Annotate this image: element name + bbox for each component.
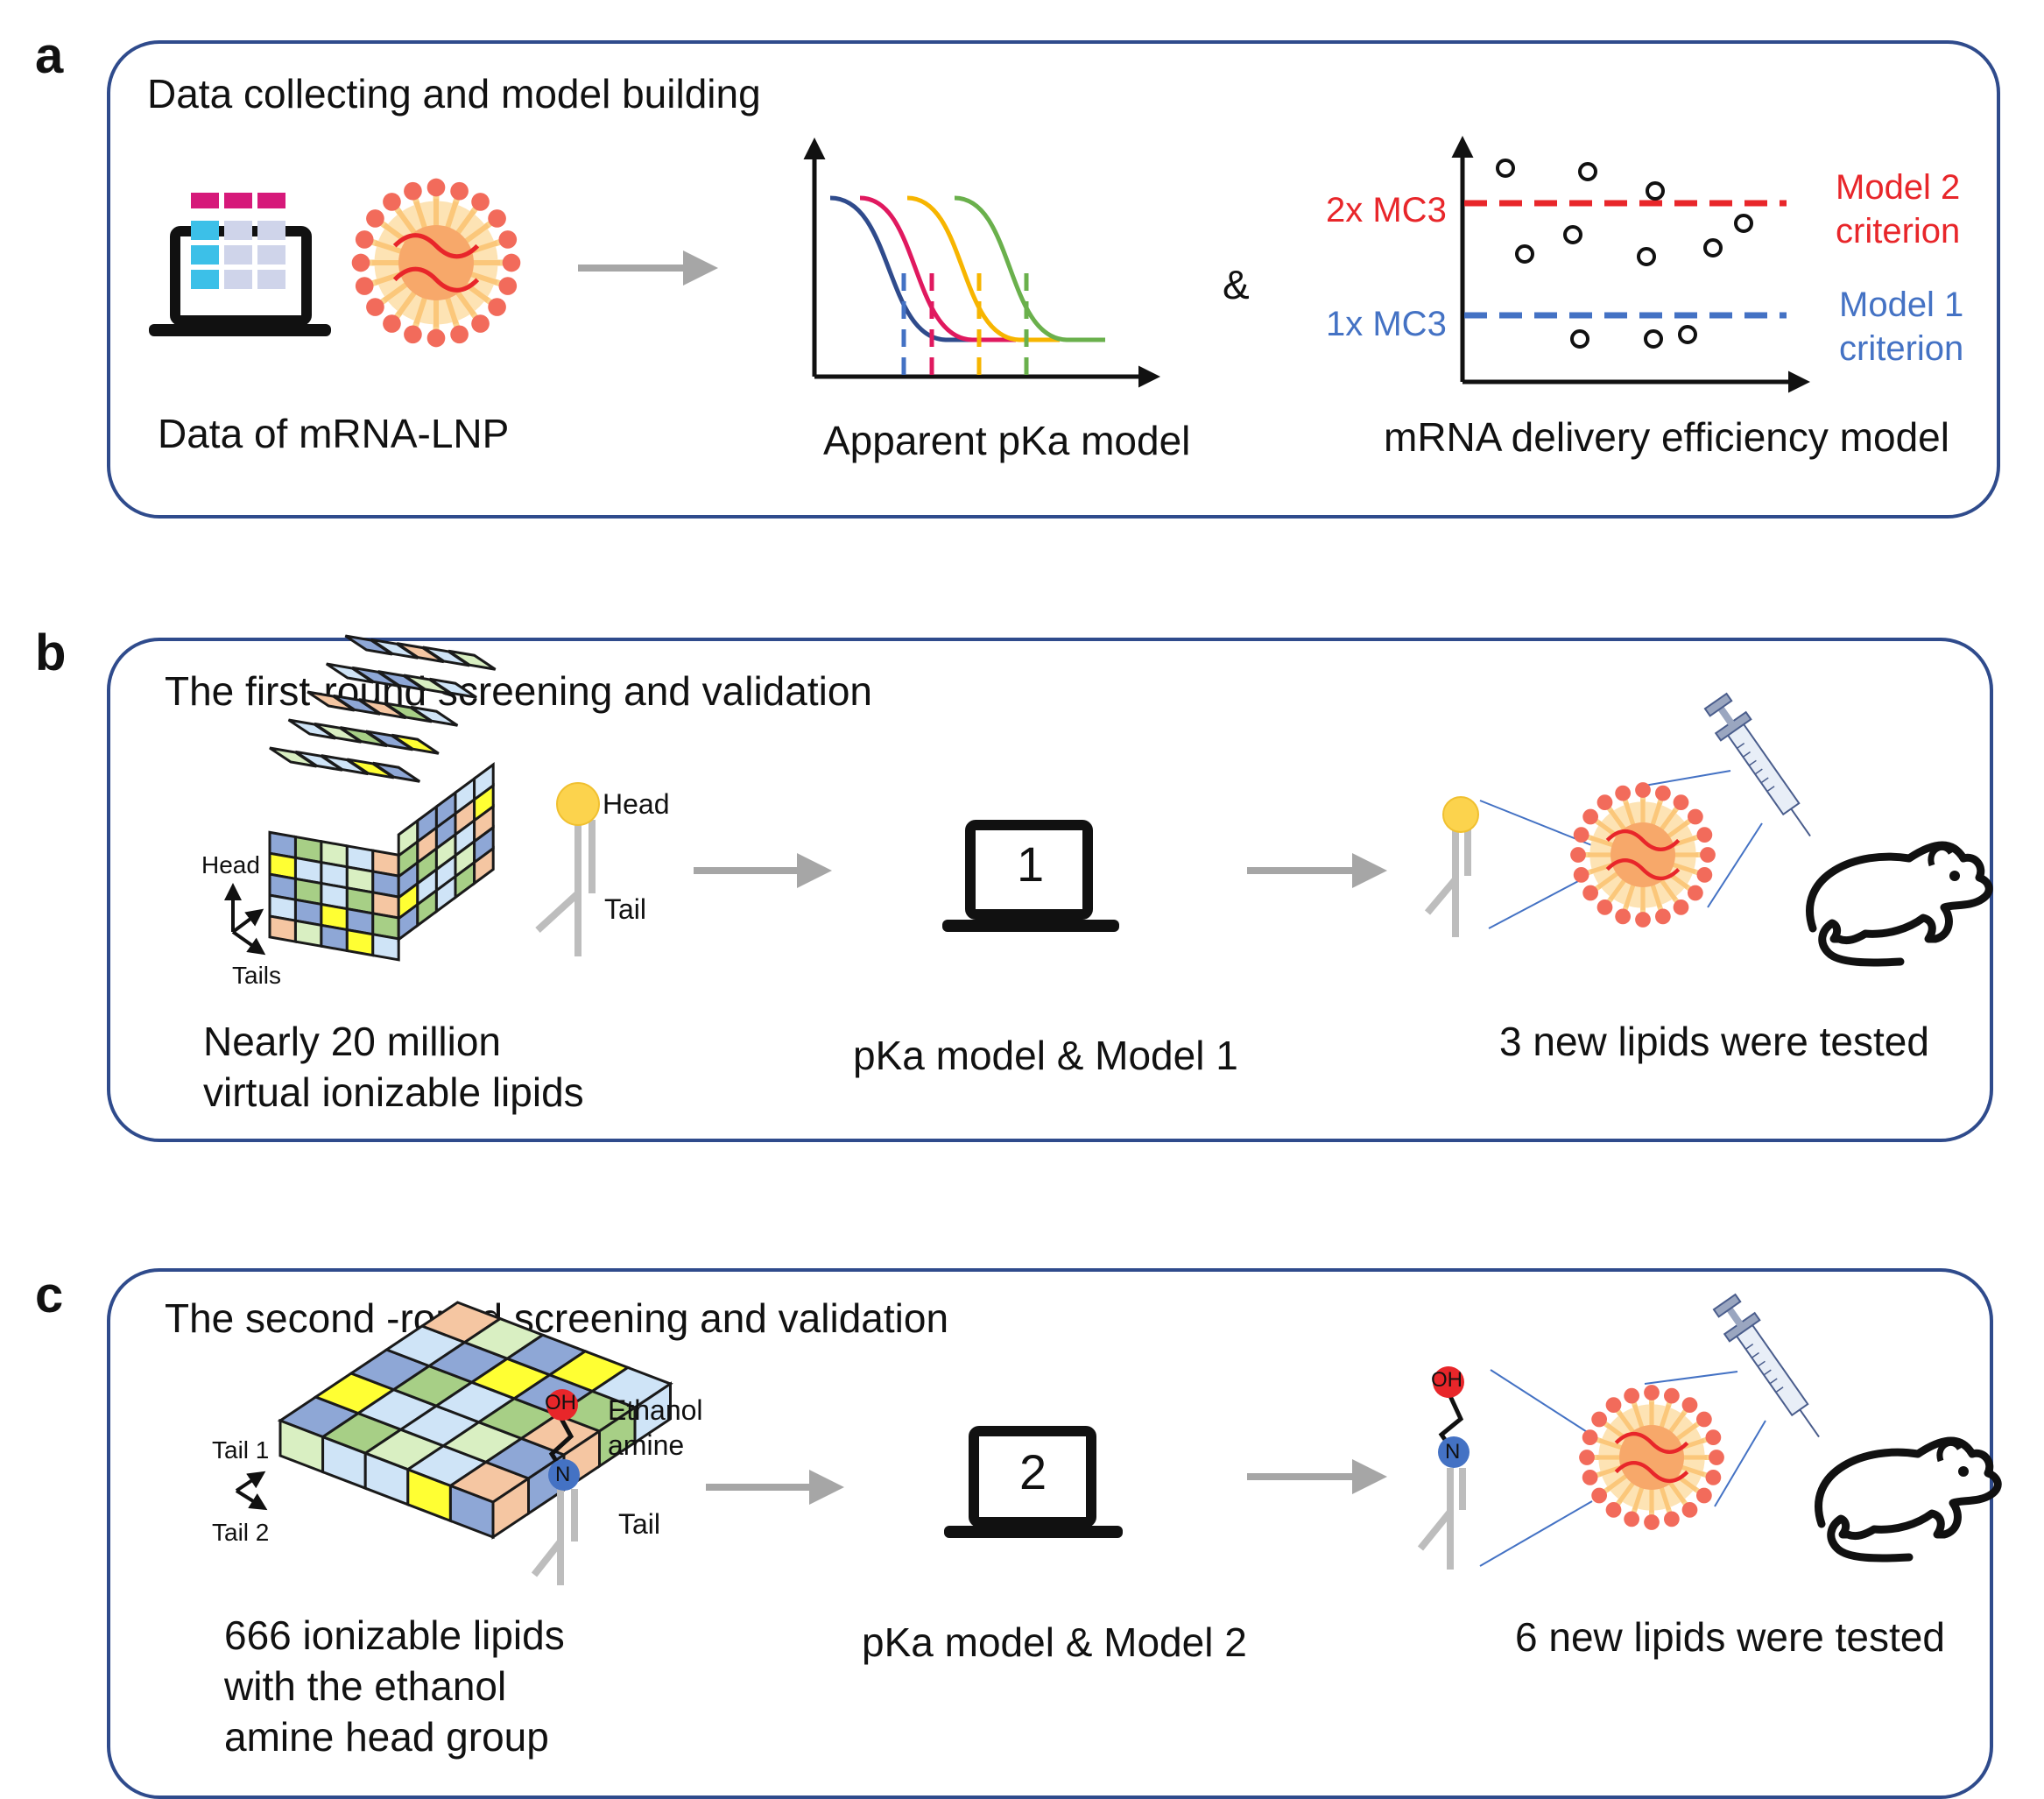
selected-lipid-icon xyxy=(1424,796,1479,937)
laptop-2-number: 2 xyxy=(1019,1444,1047,1499)
library-label-line2: virtual ionizable lipids xyxy=(203,1069,584,1115)
laptop-data-icon xyxy=(149,193,331,336)
ampersand-label: & xyxy=(1223,262,1250,307)
pka-chart-icon xyxy=(803,138,1160,388)
lipid-molecule-icon xyxy=(535,782,600,956)
axis-tail1-label: Tail 1 xyxy=(212,1436,270,1464)
laptop-1-number: 1 xyxy=(1017,836,1045,892)
three-lipids-label: 3 new lipids were tested xyxy=(1499,1019,1929,1064)
panel-c-title: The second -round screening and validati… xyxy=(165,1295,949,1341)
ethanol-label-2: amine xyxy=(608,1429,685,1461)
model1-criterion-label-2: criterion xyxy=(1839,329,1964,368)
panel-a-box xyxy=(107,40,2000,519)
library-c-line3: amine head group xyxy=(224,1714,549,1760)
axis-head-label: Head xyxy=(201,851,260,878)
axis-tails-label: Tails xyxy=(232,962,282,989)
delivery-model-label: mRNA delivery efficiency model xyxy=(1384,414,1949,460)
library-c-line2: with the ethanol xyxy=(224,1663,507,1709)
mouse-c-icon xyxy=(1815,1436,2002,1563)
panel-b-title: The first-round screening and validation xyxy=(165,668,873,714)
library-c-line1: 666 ionizable lipids xyxy=(224,1612,565,1658)
lnp-particle-c-icon xyxy=(1579,1385,1724,1530)
oh-label-selected: OH xyxy=(1431,1368,1463,1392)
oh-label: OH xyxy=(545,1391,576,1415)
syringe-c-icon xyxy=(1712,1293,1820,1438)
selected-ethanolamine-lipid-icon xyxy=(1417,1366,1470,1570)
lipid-tail-label-c: Tail xyxy=(618,1508,661,1540)
panel-letter-c: c xyxy=(35,1266,64,1323)
syringe-icon xyxy=(1703,692,1811,837)
lipid-library-slab-icon xyxy=(277,1301,673,1540)
lnp-zoom-lines-c xyxy=(1479,1369,1766,1567)
mouse-icon xyxy=(1806,841,1993,967)
lipid-tail-label: Tail xyxy=(604,893,647,925)
data-mrna-lnp-label: Data of mRNA-LNP xyxy=(158,411,510,456)
ethanolamine-lipid-icon xyxy=(531,1389,580,1585)
six-lipids-label: 6 new lipids were tested xyxy=(1515,1614,1945,1660)
cube-axis-icon xyxy=(224,883,266,956)
apparent-pka-model-label: Apparent pKa model xyxy=(823,418,1191,463)
panel-a-title: Data collecting and model building xyxy=(147,71,761,116)
axis-tail2-label: Tail 2 xyxy=(212,1519,270,1546)
model2-criterion-label-2: criterion xyxy=(1836,212,1961,250)
label-2x-mc3: 2x MC3 xyxy=(1326,191,1447,229)
lnp-particle-b-icon xyxy=(1570,782,1716,928)
laptop-model2-icon xyxy=(944,1426,1123,1538)
lipid-library-cube-icon xyxy=(268,634,497,962)
lnp-particle-icon xyxy=(351,178,521,348)
panel-letter-b: b xyxy=(35,624,67,681)
lipid-head-label: Head xyxy=(603,788,670,820)
label-1x-mc3: 1x MC3 xyxy=(1326,305,1447,343)
n-label: N xyxy=(555,1463,571,1486)
slab-axis-icon xyxy=(235,1471,268,1511)
n-label-selected: N xyxy=(1445,1440,1461,1464)
pka-model2-label: pKa model & Model 2 xyxy=(862,1619,1247,1665)
model2-criterion-label-1: Model 2 xyxy=(1836,168,1961,207)
ethanol-label-1: Ethanol xyxy=(608,1394,703,1426)
pka-model1-label: pKa model & Model 1 xyxy=(853,1033,1238,1078)
panel-letter-a: a xyxy=(35,27,64,84)
model1-criterion-label-1: Model 1 xyxy=(1839,286,1964,324)
delivery-chart-icon xyxy=(1451,136,1810,393)
library-label-line1: Nearly 20 million xyxy=(203,1019,502,1064)
laptop-model1-icon xyxy=(942,820,1119,932)
